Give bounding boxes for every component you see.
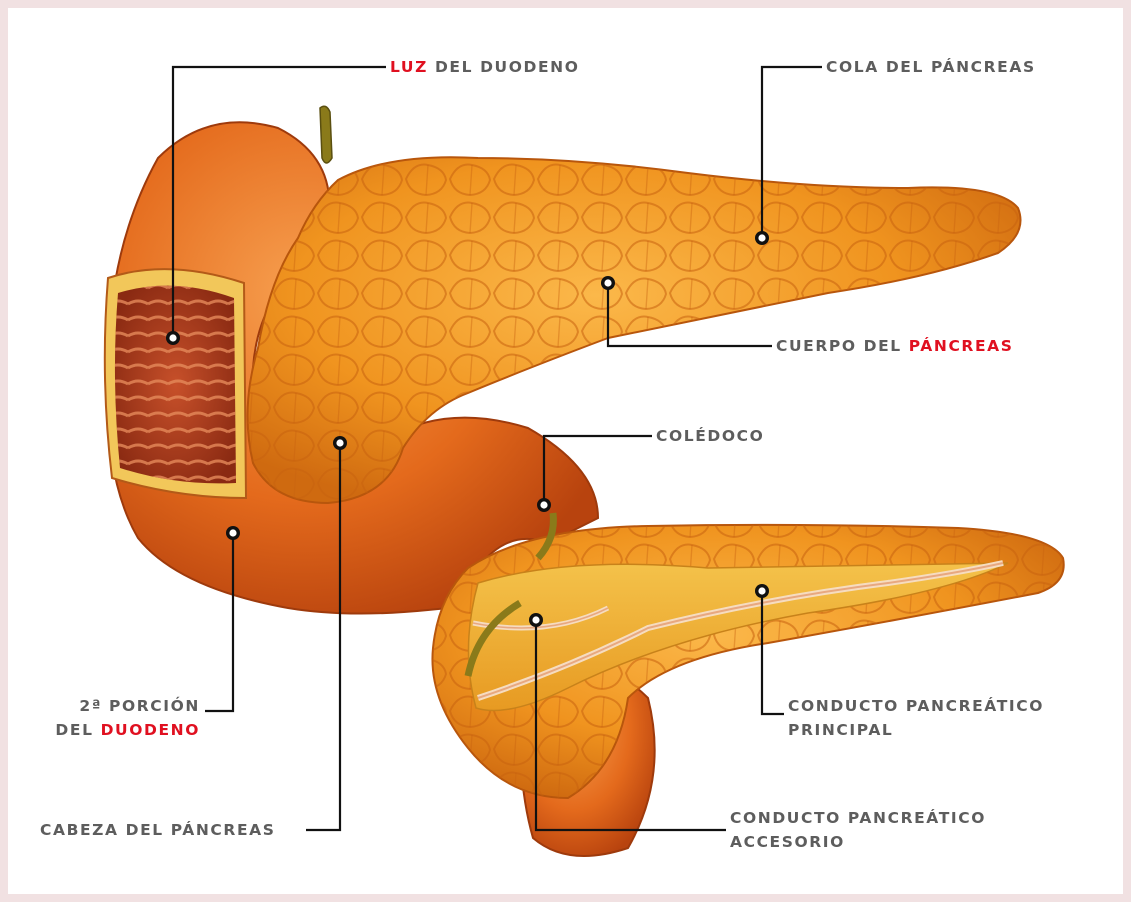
label-coledoco: COLÉDOCO [656, 424, 764, 448]
label-cuerpo-highlight: PÁNCREAS [909, 337, 1014, 355]
label-accesorio-line2: ACCESORIO [730, 830, 986, 854]
label-segunda-highlight: DUODENO [101, 721, 200, 739]
label-principal-line2: PRINCIPAL [788, 718, 1044, 742]
label-cuerpo-text: CUERPO DEL [776, 337, 909, 355]
label-luz-highlight: LUZ [390, 58, 428, 76]
label-cabeza-pancreas: CABEZA DEL PÁNCREAS [40, 818, 276, 842]
label-conducto-principal: CONDUCTO PANCREÁTICO PRINCIPAL [788, 694, 1044, 742]
label-accesorio-line1: CONDUCTO PANCREÁTICO [730, 806, 986, 830]
label-coledoco-text: COLÉDOCO [656, 427, 764, 445]
label-luz-duodeno: LUZ DEL DUODENO [390, 55, 580, 79]
label-luz-rest: DEL DUODENO [428, 58, 580, 76]
label-cola-text: COLA DEL PÁNCREAS [826, 58, 1036, 76]
label-cuerpo-pancreas: CUERPO DEL PÁNCREAS [776, 334, 1014, 358]
pancreas-illustration [8, 8, 1123, 894]
label-principal-line1: CONDUCTO PANCREÁTICO [788, 694, 1044, 718]
label-segunda-prefix: DEL [55, 721, 100, 739]
label-cabeza-text: CABEZA DEL PÁNCREAS [40, 821, 276, 839]
label-cola-pancreas: COLA DEL PÁNCREAS [826, 55, 1036, 79]
label-segunda-line1: 2ª PORCIÓN [28, 694, 200, 718]
label-conducto-accesorio: CONDUCTO PANCREÁTICO ACCESORIO [730, 806, 986, 854]
label-segunda-porcion: 2ª PORCIÓN DEL DUODENO [28, 694, 200, 742]
diagram-canvas: LUZ DEL DUODENO COLA DEL PÁNCREAS CUERPO… [8, 8, 1123, 894]
label-segunda-line2: DEL DUODENO [28, 718, 200, 742]
